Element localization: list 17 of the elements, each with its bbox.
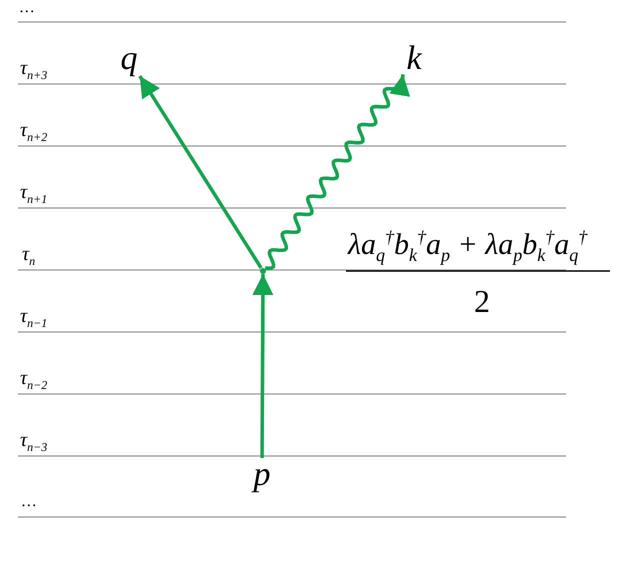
wavy-arrow: [265, 74, 410, 270]
time-label: τ$_{n−3}$: [20, 430, 48, 453]
time-label: τ$_{n+3}$: [20, 58, 48, 81]
vertex-point: [260, 268, 266, 274]
time-label: τ$_{n+2}$: [20, 120, 48, 143]
particle-label: q: [116, 42, 142, 76]
ellipsis: …: [20, 0, 34, 16]
time-label: τ$_{n−1}$: [20, 306, 48, 329]
time-label: τ$_{n+1}$: [20, 182, 48, 205]
arrow: [252, 274, 274, 458]
arrow: [138, 75, 263, 269]
time-label: τ$_{n−2}$: [20, 368, 48, 391]
time-label: τ$_{n}$: [22, 244, 36, 267]
particle-label: k: [403, 42, 425, 76]
fraction-denominator: 2: [474, 285, 490, 317]
particle-label: p: [250, 458, 274, 492]
ellipsis: …: [22, 494, 36, 510]
